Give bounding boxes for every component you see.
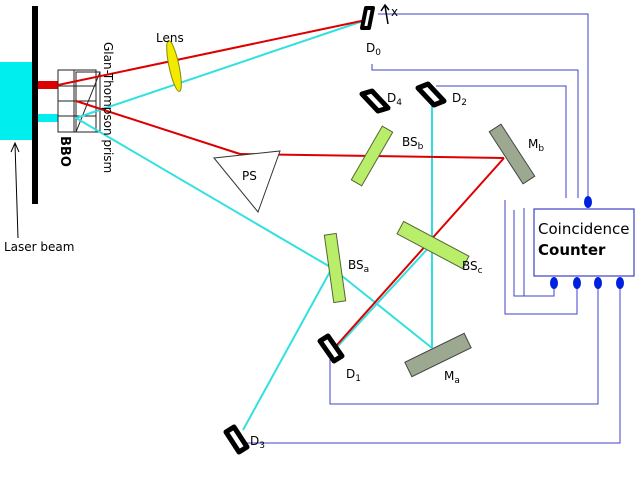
laser-source [0, 62, 34, 140]
detector-d2 [415, 81, 447, 108]
bsb-label: BSb [402, 135, 424, 152]
counter-label-line2: Counter [538, 241, 606, 259]
counter-port-1 [550, 277, 558, 289]
ma-label: Ma [444, 369, 460, 386]
lens [166, 40, 182, 92]
phase-shifter-prism [213, 150, 281, 214]
laser-beam-stub-red [34, 81, 58, 89]
detector-wiring [246, 13, 621, 444]
beam-splitter-a [323, 232, 347, 304]
counter-port-4 [616, 277, 624, 289]
mirror-b [488, 123, 536, 185]
detector-d3 [223, 424, 250, 455]
mounting-rail [32, 6, 38, 204]
counter-port-top [584, 196, 592, 208]
counter-ports [550, 196, 624, 289]
bsa-label: BSa [348, 258, 369, 275]
d2-label: D2 [452, 91, 467, 108]
glan-thompson-label: Glan-Thompson prism [101, 42, 115, 173]
d0-translation-arrow-icon [380, 3, 390, 25]
beam-splitter-c [396, 220, 470, 270]
detector-d1 [317, 333, 345, 364]
detector-d4 [359, 88, 391, 114]
laser-beam-pointer-icon [10, 141, 20, 239]
idler-beams [75, 19, 433, 431]
x-axis-label: x [391, 5, 398, 19]
laser-beam-stub-cyan [34, 114, 58, 122]
ps-label: PS [242, 169, 257, 183]
d0-label: D0 [366, 41, 381, 58]
mirror-a [404, 332, 472, 378]
bsc-label: BSc [462, 259, 483, 276]
counter-port-2 [573, 277, 581, 289]
coincidence-counter [533, 208, 635, 277]
laser-beam-label: Laser beam [4, 240, 74, 254]
beam-splitter-b [350, 125, 394, 187]
lens-label: Lens [156, 31, 184, 45]
detector-d0 [360, 6, 375, 30]
d1-label: D1 [346, 367, 361, 384]
counter-port-3 [594, 277, 602, 289]
d4-label: D4 [387, 91, 402, 108]
bbo-label: BBO [57, 136, 72, 167]
d3-label: D3 [250, 434, 265, 451]
signal-beams [57, 19, 505, 347]
counter-label-line1: Coincidence [538, 220, 629, 238]
mb-label: Mb [528, 137, 544, 154]
